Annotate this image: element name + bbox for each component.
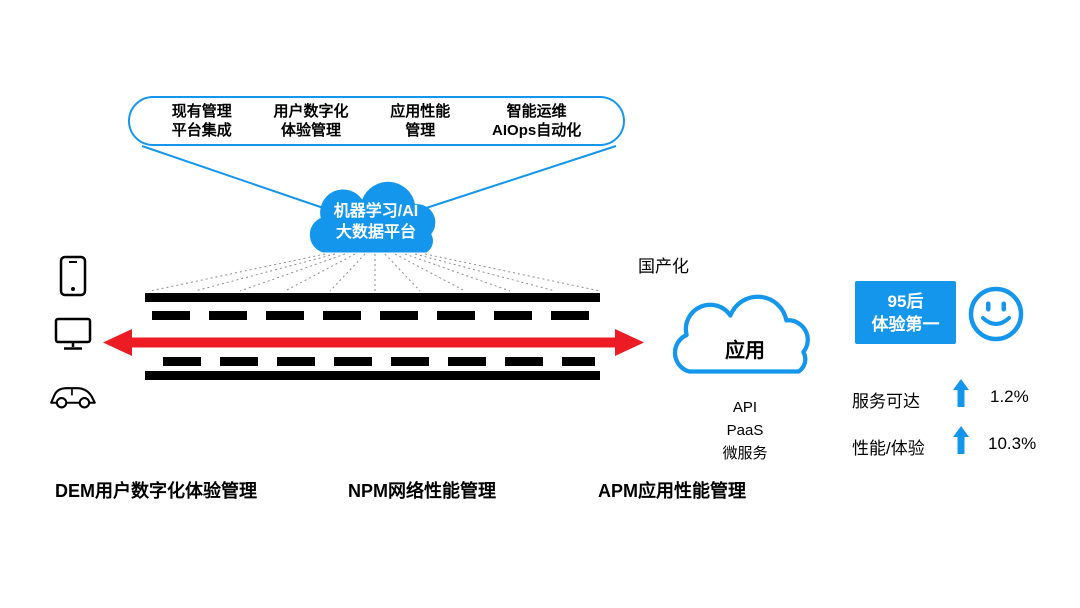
stack-item-microservices: 微服务 <box>722 445 768 462</box>
pill-item-line: AIOps自动化 <box>492 122 582 139</box>
road-lane-dashes-bottom <box>163 357 595 366</box>
pill-item-aiops: 智能运维 AIOps自动化 <box>492 102 581 140</box>
bottom-label-dem: DEM用户数字化体验管理 <box>55 481 257 501</box>
pill-item-apm: 应用性能 管理 <box>390 102 450 140</box>
road-lane-dashes-top <box>152 311 600 320</box>
up-arrow-icon <box>953 426 969 454</box>
capability-pill: 现有管理 平台集成 用户数字化 体验管理 应用性能 管理 智能运维 AIOps自… <box>128 96 625 146</box>
application-cloud-label: 应用 <box>725 340 765 362</box>
experience-badge: 95后 体验第一 <box>855 281 956 344</box>
bottom-label-apm: APM应用性能管理 <box>598 481 746 501</box>
application-cloud-icon <box>672 294 810 374</box>
pill-item-line: 应用性能 <box>390 103 451 120</box>
badge-line2: 体验第一 <box>871 314 940 334</box>
car-icon <box>50 387 96 409</box>
road-bottom-bar <box>145 371 600 380</box>
stack-item-api: API <box>732 399 758 416</box>
pill-item-platform-integration: 现有管理 平台集成 <box>172 102 232 140</box>
bottom-label-npm: NPM网络性能管理 <box>348 481 496 501</box>
pill-item-dem: 用户数字化 体验管理 <box>274 102 349 140</box>
phone-icon <box>59 255 87 297</box>
metric-label-availability: 服务可达 <box>852 392 920 411</box>
up-arrow-icon <box>953 379 969 407</box>
ai-cloud-icon <box>309 181 436 253</box>
pill-item-line: 用户数字化 <box>273 103 349 120</box>
road-top-bar <box>145 293 600 302</box>
pill-item-line: 平台集成 <box>171 122 232 139</box>
ai-cloud-label: 机器学习/AI 大数据平台 <box>300 201 452 243</box>
metric-value-availability: 1.2% <box>990 387 1029 406</box>
pill-item-line: 现有管理 <box>171 103 232 120</box>
monitor-icon <box>54 317 92 350</box>
application-stack-list: API PaaS 微服务 <box>672 396 818 465</box>
metric-label-performance: 性能/体验 <box>852 439 925 458</box>
ai-cloud-line2: 大数据平台 <box>335 224 416 241</box>
pill-item-line: 智能运维 <box>506 103 567 120</box>
pill-item-line: 管理 <box>405 122 436 139</box>
badge-line1: 95后 <box>887 291 924 311</box>
pill-item-line: 体验管理 <box>281 122 342 139</box>
smiley-icon <box>968 286 1024 342</box>
dotted-fan-lines <box>149 253 601 292</box>
metric-value-performance: 10.3% <box>988 434 1037 453</box>
stack-item-paas: PaaS <box>726 422 764 439</box>
bidirectional-arrow <box>103 329 644 356</box>
ai-cloud-line1: 机器学习/AI <box>333 203 419 220</box>
localization-label: 国产化 <box>638 257 689 276</box>
